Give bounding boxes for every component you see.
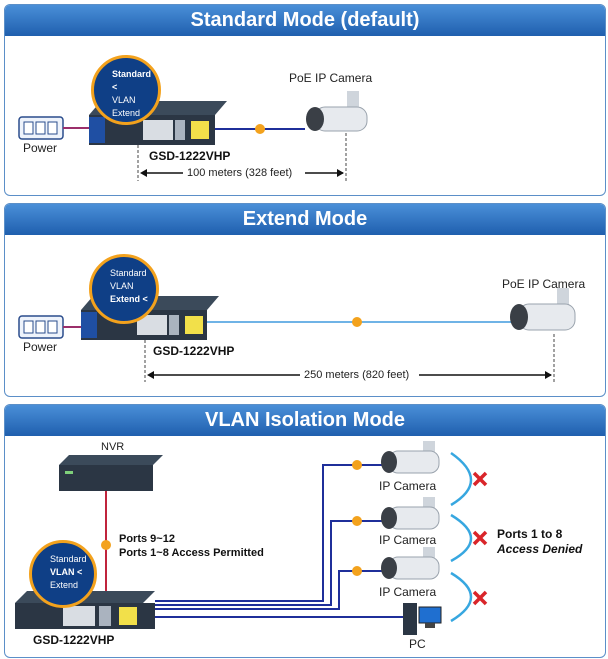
deny-mark-icon	[472, 590, 488, 606]
deny-mark-icon	[472, 471, 488, 487]
power-label: Power	[23, 340, 58, 354]
poe-badge-icon	[352, 566, 362, 576]
pc-label: PC	[409, 637, 426, 651]
camera-label: IP Camera	[379, 479, 437, 493]
deny-mark-icon	[472, 530, 488, 546]
ports-uplink-label: Ports 9~12	[119, 533, 175, 545]
poe-badge-icon	[255, 124, 265, 134]
isolation-arc	[450, 571, 473, 623]
camera-label: IP Camera	[379, 533, 437, 547]
vlan-isolation-panel: VLAN Isolation Mode	[4, 404, 606, 658]
menu-item-standard: Standard <	[112, 69, 152, 92]
menu-item-extend: Extend	[112, 108, 141, 118]
switch-icon	[15, 591, 155, 629]
switch-model-label: GSD-1222VHP	[33, 633, 115, 647]
poe-badge-icon	[352, 516, 362, 526]
camera-cable	[155, 570, 385, 610]
ip-camera-icon	[381, 547, 440, 580]
power-outlet-icon	[18, 315, 64, 339]
mode-menu-bubble: Standard VLAN < Extend	[29, 540, 97, 608]
camera-label: PoE IP Camera	[502, 277, 586, 291]
switch-model-label: GSD-1222VHP	[153, 344, 235, 358]
power-outlet-icon	[18, 116, 64, 140]
panel-title: Standard Mode (default)	[5, 5, 605, 36]
camera-label: IP Camera	[379, 585, 437, 599]
menu-item-extend: Extend	[50, 580, 79, 590]
mode-menu-bubble: Standard VLAN Extend <	[89, 254, 159, 324]
panel-title: VLAN Isolation Mode	[5, 405, 605, 436]
menu-item-standard: Standard	[50, 554, 87, 564]
panel-title: Extend Mode	[5, 204, 605, 235]
power-label: Power	[23, 141, 58, 155]
ip-camera-icon	[381, 497, 440, 530]
denied-ports-label: Ports 1 to 8	[497, 527, 563, 541]
ip-camera-icon	[510, 288, 576, 331]
camera-label: PoE IP Camera	[289, 71, 373, 85]
isolation-arc	[450, 513, 473, 563]
camera-cable	[155, 464, 385, 602]
ip-camera-icon	[381, 441, 440, 474]
nvr-icon	[59, 455, 163, 491]
access-denied-label: Access Denied	[497, 542, 583, 556]
distance-label: 100 meters (328 feet)	[187, 167, 293, 179]
switch-model-label: GSD-1222VHP	[149, 149, 231, 163]
camera-cable	[155, 520, 385, 606]
pc-icon	[403, 603, 442, 635]
standard-mode-panel: Standard Mode (default)	[4, 4, 606, 196]
menu-item-vlan: VLAN	[112, 95, 136, 105]
isolation-arc	[450, 451, 473, 507]
extend-mode-panel: Extend Mode Standar	[4, 203, 606, 397]
poe-badge-icon	[352, 317, 362, 327]
poe-badge-icon	[101, 540, 111, 550]
menu-item-vlan: VLAN <	[50, 567, 83, 577]
menu-item-extend: Extend <	[110, 294, 148, 304]
standard-mode-diagram	[18, 91, 368, 181]
vlan-isolation-diagram	[15, 441, 488, 635]
menu-item-standard: Standard	[110, 268, 147, 278]
ports-permitted-label: Ports 1~8 Access Permitted	[119, 547, 264, 559]
poe-badge-icon	[352, 460, 362, 470]
mode-menu-bubble: Standard < VLAN Extend	[91, 55, 161, 125]
menu-item-vlan: VLAN	[110, 281, 134, 291]
distance-label: 250 meters (820 feet)	[304, 369, 410, 381]
ip-camera-icon	[306, 91, 368, 132]
nvr-label: NVR	[101, 441, 125, 453]
